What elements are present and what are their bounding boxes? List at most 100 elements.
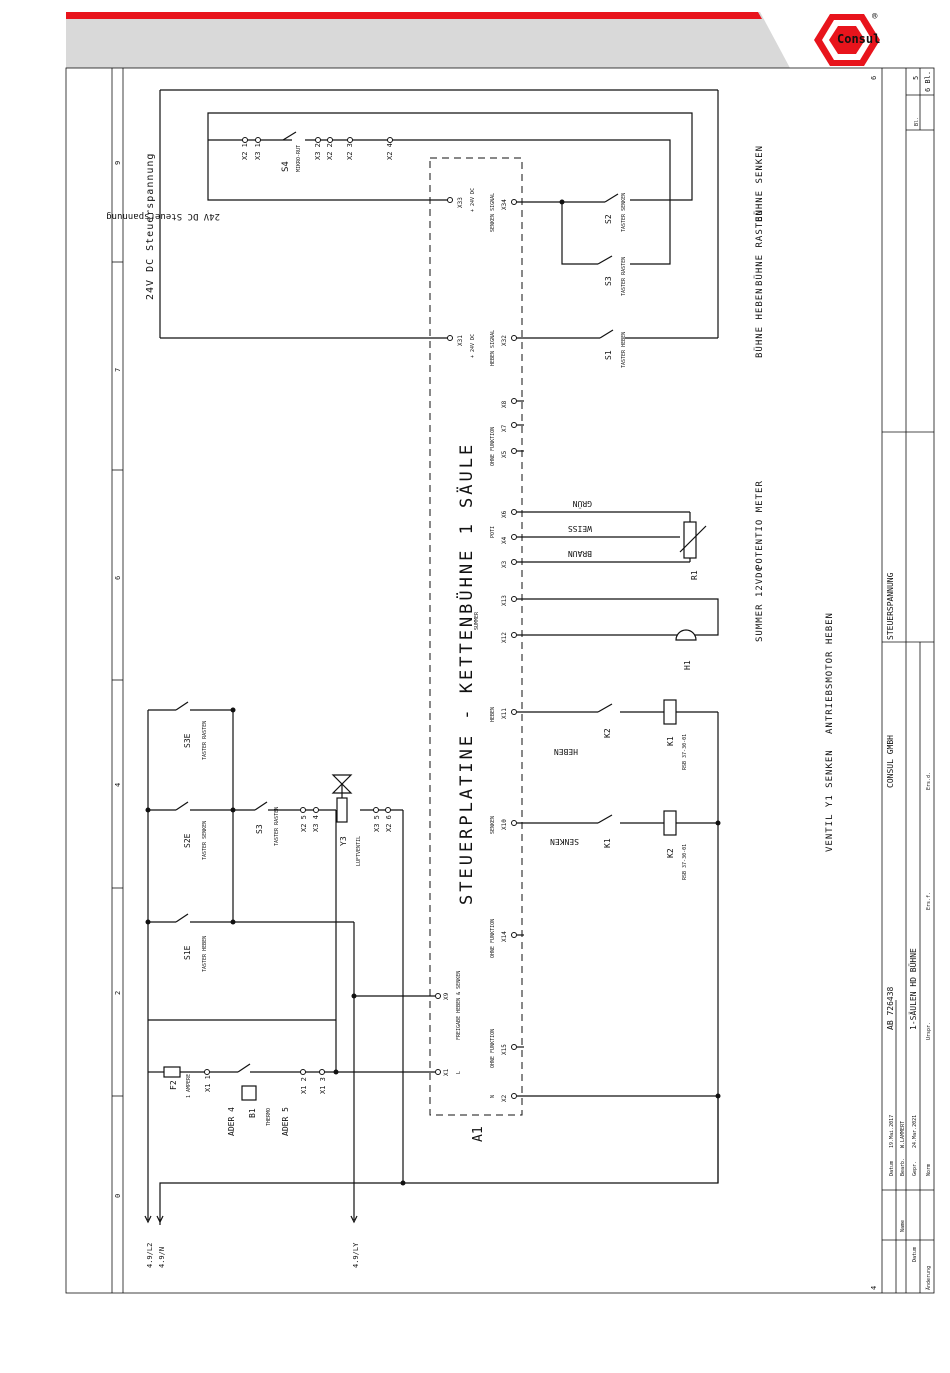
x3-5-label: X3 5 bbox=[373, 815, 381, 832]
tb-name: Name bbox=[900, 1220, 906, 1232]
x1-3-label: X1 3 bbox=[319, 1077, 327, 1094]
terminal-row-left bbox=[204, 807, 391, 1075]
s1e-desc: TASTER HEBEN bbox=[202, 936, 208, 972]
x2-2-label: X2 2 bbox=[326, 143, 334, 160]
tb-sheet: 5 bbox=[912, 76, 920, 80]
switch-s3 bbox=[597, 255, 613, 265]
pin-x9: X9 bbox=[443, 992, 450, 1000]
consul-logo: Consul ® bbox=[814, 12, 880, 66]
poti-wires bbox=[517, 511, 707, 563]
pin-summer: SUMMER bbox=[474, 611, 480, 630]
pin-x33: X33 bbox=[457, 197, 464, 208]
s3-desc: TASTER RASTEN bbox=[621, 257, 627, 296]
terminal-ly: 4.9/LY bbox=[352, 1242, 360, 1268]
tb-datum-val: 19.Mai.2017 bbox=[889, 1115, 895, 1148]
pin-x1: X1 bbox=[443, 1068, 450, 1076]
pin-x5: X5 bbox=[501, 450, 508, 458]
s3-left-label: S3 bbox=[255, 824, 264, 834]
switch-s1 bbox=[599, 329, 614, 339]
title-block bbox=[882, 68, 934, 1293]
tb-gepr-lbl: Gepr. bbox=[912, 1161, 918, 1176]
wire-heben: HEBEN bbox=[554, 747, 578, 756]
ader5-label: ADER 5 bbox=[281, 1107, 290, 1136]
s1e-label: S1E bbox=[183, 945, 192, 960]
buzzer-h1 bbox=[517, 598, 719, 641]
label-buhne-senken: BÜHNE SENKEN bbox=[754, 145, 765, 222]
pin-x33-desc: + 24V DC bbox=[470, 188, 476, 212]
tb-of-sheets: 6 Bl. bbox=[924, 71, 932, 92]
label-buhne-rasten: BÜHNE RASTEN bbox=[754, 209, 765, 286]
y3-desc: LUFTVENTIL bbox=[356, 836, 362, 866]
f2-desc: 1 AMPERE bbox=[186, 1074, 192, 1098]
pin-x10: X10 bbox=[501, 819, 508, 830]
x3-1-label: X3 1 bbox=[254, 143, 262, 160]
k1-label: K1 bbox=[603, 838, 612, 848]
registered-mark: ® bbox=[872, 12, 878, 22]
pin-x6: X6 bbox=[501, 510, 508, 518]
col-label-9: 9 bbox=[114, 161, 122, 165]
pin-n: N bbox=[490, 1095, 496, 1098]
pin-x31-desc: + 24V DC bbox=[470, 334, 476, 358]
label-ventil: VENTIL Y1 SENKEN bbox=[825, 749, 835, 852]
s1-label: S1 bbox=[604, 350, 613, 360]
tb-urspr-lbl: Urspr. bbox=[926, 1022, 932, 1040]
s2-label: S2 bbox=[604, 214, 613, 224]
x3-2-label: X3 2 bbox=[314, 143, 322, 160]
tb-page-num: 6 bbox=[870, 76, 878, 80]
pin-ohne-mid: OHNE FUNKTION bbox=[490, 919, 496, 958]
col-label-0: 0 bbox=[114, 1194, 122, 1198]
left-circuit bbox=[147, 701, 435, 1220]
terminal-row-top bbox=[242, 131, 393, 143]
s3e-desc: TASTER RASTEN bbox=[202, 721, 208, 760]
x2-6-label: X2 6 bbox=[385, 815, 393, 832]
x3-4-label: X3 4 bbox=[312, 815, 320, 832]
terminal-l2: 4.9/L2 bbox=[146, 1243, 154, 1268]
col-label-4: 4 bbox=[114, 783, 122, 787]
s2e-desc: TASTER SENKEN bbox=[202, 821, 208, 860]
s2-desc: TASTER SENKEN bbox=[621, 193, 627, 232]
s4-label: S4 bbox=[281, 161, 291, 172]
k2-label: K2 bbox=[603, 728, 612, 738]
x2-4-label: X2 4 bbox=[386, 143, 394, 160]
s1-desc: TASTER HEBEN bbox=[621, 332, 627, 368]
pin-x4: X4 bbox=[501, 536, 508, 544]
tb-bearb-lbl: Bearb. bbox=[900, 1158, 906, 1176]
wire-senken: SENKEN bbox=[550, 837, 579, 846]
col-label-6: 6 bbox=[114, 576, 122, 580]
supply-label-inner: 24V DC Steuerspannung bbox=[106, 211, 220, 221]
h1-label: H1 bbox=[683, 660, 692, 670]
f2-label: F2 bbox=[169, 1080, 178, 1090]
s3-left-desc: TASTER RASTEN bbox=[274, 807, 280, 846]
tb-aenderung: Änderung bbox=[925, 1266, 932, 1290]
relay-circuit bbox=[517, 699, 719, 1183]
b1-desc: THERMO bbox=[266, 1108, 272, 1126]
tb-datum2: Datum bbox=[912, 1247, 918, 1262]
switch-s2 bbox=[604, 193, 619, 203]
pin-l: L bbox=[456, 1071, 462, 1074]
pin-x32: X32 bbox=[501, 335, 508, 346]
k2-coil-label: K2 bbox=[666, 848, 675, 858]
tb-project: 1-SÄULEN HD BÜHNE bbox=[908, 948, 918, 1030]
pin-freigabe: FREIGABE HEBEN & SENKEN bbox=[456, 971, 462, 1040]
pin-x10-desc: SENKEN bbox=[490, 816, 496, 834]
pin-x7: X7 bbox=[501, 424, 508, 432]
pin-x8: X8 bbox=[501, 400, 508, 408]
x1-1-label: X1 1 bbox=[204, 1075, 212, 1092]
wire-weiss: WEISS bbox=[568, 524, 592, 533]
pin-x15: X15 bbox=[501, 1044, 508, 1055]
tb-datum-lbl: Datum bbox=[889, 1161, 895, 1176]
pin-poti: POTI bbox=[490, 526, 496, 538]
tb-ers-fur-lbl: Ers.f. bbox=[926, 892, 932, 910]
logo-text: Consul bbox=[837, 32, 880, 46]
label-potentiometer: POTENTIO METER bbox=[755, 480, 765, 570]
a1-label: A1 bbox=[471, 1126, 486, 1142]
s3e-label: S3E bbox=[183, 733, 192, 748]
pin-ohne-low: OHNE FUNKTION bbox=[490, 1029, 496, 1068]
pin-x13: X13 bbox=[501, 595, 508, 606]
pin-x14: X14 bbox=[501, 931, 508, 942]
x1-2-label: X1 2 bbox=[300, 1077, 308, 1094]
pin-x11: X11 bbox=[501, 708, 508, 719]
wire-braun: BRAUN bbox=[568, 549, 592, 558]
header-bar bbox=[66, 12, 790, 68]
